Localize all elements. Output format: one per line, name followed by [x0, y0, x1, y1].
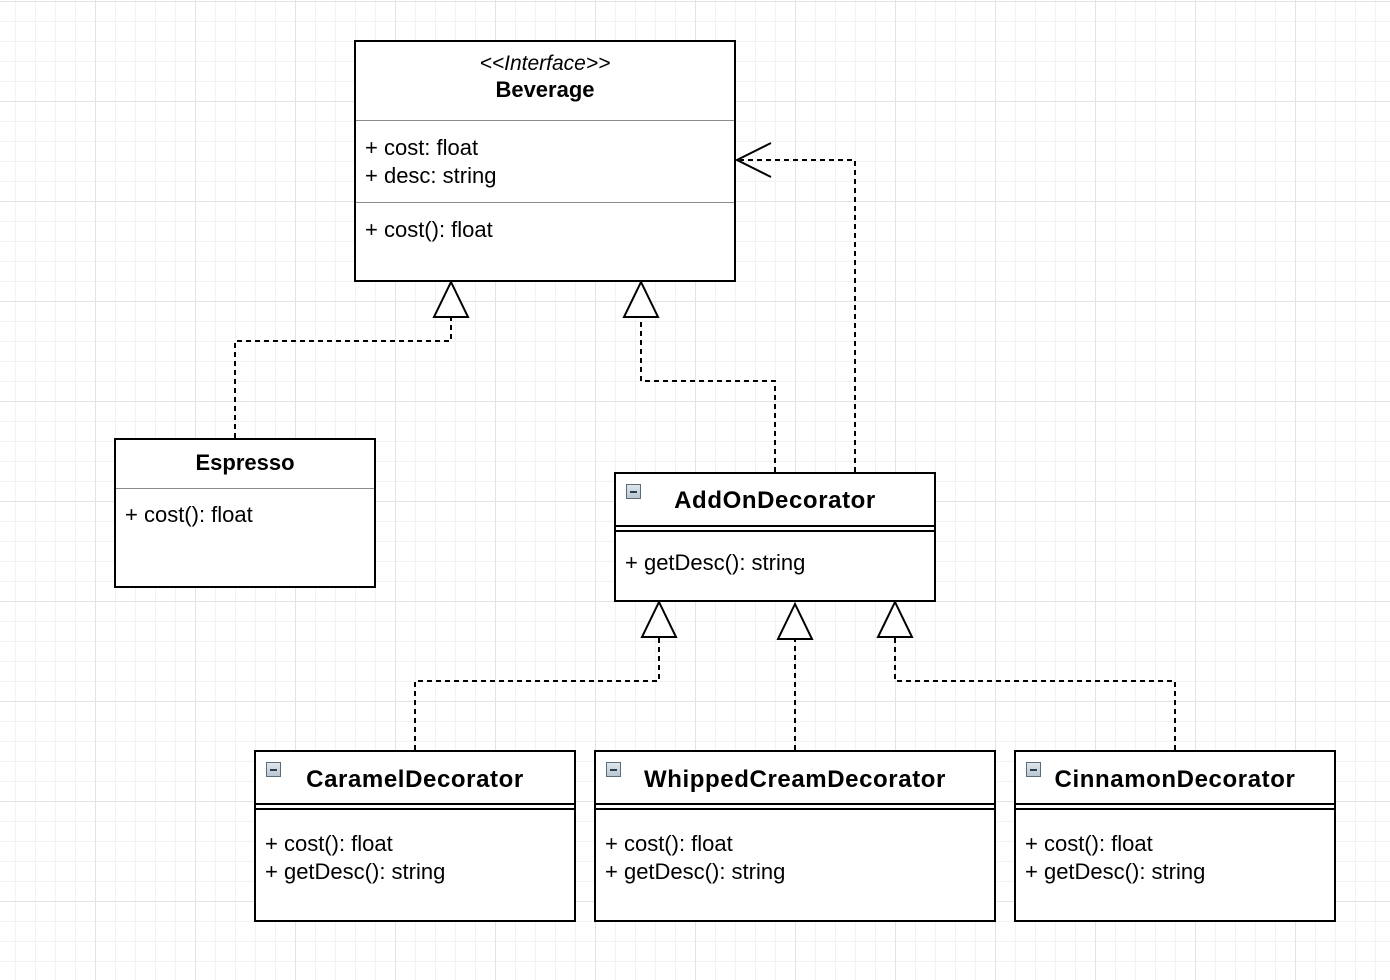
cinnamon-methods: + cost(): float + getDesc(): string: [1016, 810, 1334, 886]
method-row: + getDesc(): string: [605, 859, 786, 884]
divider: [256, 803, 574, 805]
caramel-decorator-class[interactable]: CaramelDecorator + cost(): float + getDe…: [254, 750, 576, 922]
divider: [596, 808, 994, 810]
divider: [116, 488, 374, 489]
whipped-realization-arrowhead: [776, 601, 814, 640]
caramel-realization-arrowhead: [640, 599, 678, 638]
method-row: + cost(): float: [265, 831, 393, 856]
divider: [356, 202, 734, 203]
cinnamon-realization-line: [894, 637, 1176, 750]
addon-methods: + getDesc(): string: [616, 532, 934, 577]
cinnamon-decorator-class[interactable]: CinnamonDecorator + cost(): float + getD…: [1014, 750, 1336, 922]
divider: [356, 120, 734, 121]
addon-realization-line: [640, 317, 776, 472]
beverage-attributes: + cost: float + desc: string: [356, 121, 734, 202]
collapse-icon[interactable]: [626, 484, 641, 499]
espresso-name: Espresso: [195, 450, 295, 475]
beverage-stereotype: <<Interface>>: [479, 52, 611, 75]
attribute-row: + cost: float: [365, 135, 479, 160]
caramel-methods: + cost(): float + getDesc(): string: [256, 810, 574, 886]
beverage-methods: + cost(): float: [356, 203, 734, 244]
divider: [1016, 803, 1334, 805]
addon-name: AddOnDecorator: [674, 487, 876, 514]
method-row: + cost(): float: [1025, 831, 1153, 856]
collapse-icon[interactable]: [266, 762, 281, 777]
method-row: + cost(): float: [365, 217, 493, 242]
espresso-class[interactable]: Espresso + cost(): float: [114, 438, 376, 588]
method-row: + getDesc(): string: [625, 550, 806, 575]
whipped-name: WhippedCreamDecorator: [644, 766, 946, 793]
method-row: + getDesc(): string: [1025, 859, 1206, 884]
whipped-cream-decorator-class[interactable]: WhippedCreamDecorator + cost(): float + …: [594, 750, 996, 922]
method-row: + getDesc(): string: [265, 859, 446, 884]
divider: [616, 525, 934, 527]
espresso-realization-arrowhead: [432, 279, 470, 318]
cinnamon-name: CinnamonDecorator: [1054, 766, 1296, 793]
collapse-icon[interactable]: [1026, 762, 1041, 777]
divider: [596, 803, 994, 805]
addon-realization-arrowhead: [622, 279, 660, 318]
caramel-name: CaramelDecorator: [306, 766, 524, 793]
divider: [616, 530, 934, 532]
espresso-methods: + cost(): float: [116, 489, 374, 529]
whipped-methods: + cost(): float + getDesc(): string: [596, 810, 994, 886]
beverage-name: Beverage: [495, 77, 595, 102]
method-row: + cost(): float: [605, 831, 733, 856]
beverage-interface[interactable]: <<Interface>> Beverage + cost: float + d…: [354, 40, 736, 282]
collapse-icon[interactable]: [606, 762, 621, 777]
addon-aggregation-line: [740, 159, 856, 472]
divider: [256, 808, 574, 810]
espresso-realization-line: [234, 317, 452, 438]
caramel-realization-line: [414, 637, 660, 750]
attribute-row: + desc: string: [365, 163, 497, 188]
addon-decorator-class[interactable]: AddOnDecorator + getDesc(): string: [614, 472, 936, 602]
cinnamon-realization-arrowhead: [876, 599, 914, 638]
divider: [1016, 808, 1334, 810]
open-arrowhead: [734, 142, 772, 178]
method-row: + cost(): float: [125, 502, 253, 527]
